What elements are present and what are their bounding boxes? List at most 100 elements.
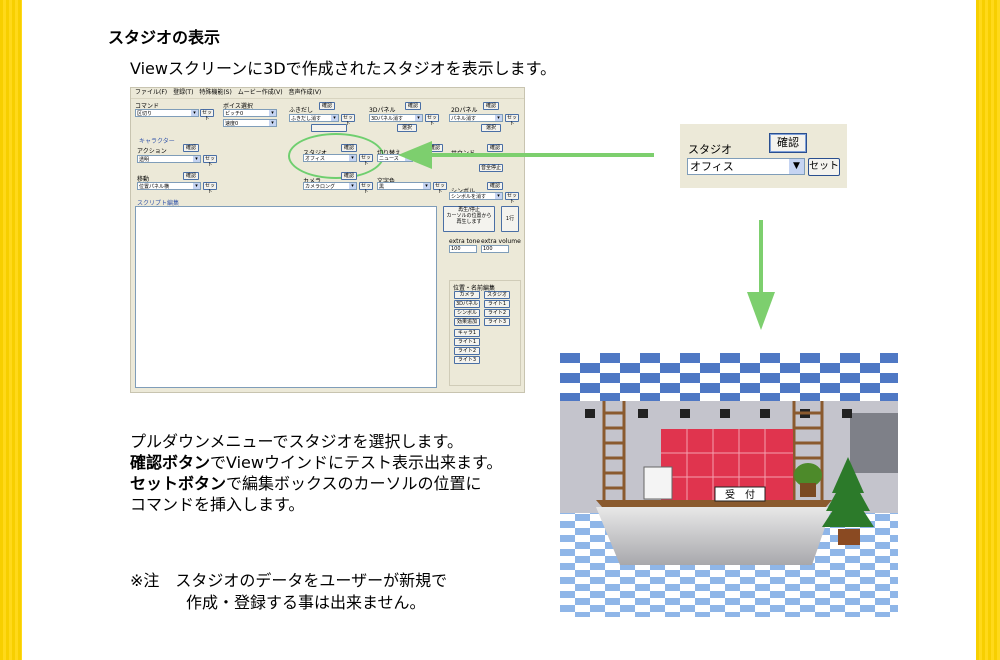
symbol-set-button[interactable]: セット xyxy=(505,192,519,205)
panel2d-select-button[interactable]: 選択 xyxy=(481,124,501,132)
one-line-button[interactable]: 1行 xyxy=(501,206,519,232)
edit-light1-button[interactable]: ライト1 xyxy=(484,300,510,308)
play-stop-button[interactable]: 再生/停止 カーソルの位置から 再生します xyxy=(443,206,495,232)
studio-highlight-ellipse xyxy=(288,133,384,179)
command-set-button[interactable]: セット xyxy=(200,109,214,122)
camera-select[interactable]: カメラロング xyxy=(303,182,357,190)
voice-speed-select[interactable]: 速度0 xyxy=(223,119,277,127)
menu-movie[interactable]: ムービー作成(V) xyxy=(237,89,283,96)
balloon-select[interactable]: ふきだし消す xyxy=(289,114,339,122)
command-select[interactable]: 区切り xyxy=(135,109,199,117)
description-line-2: 確認ボタンでViewウインドにテスト表示出来ます。 xyxy=(130,452,502,473)
note-line-2: 作成・登録する事は出来ません。 xyxy=(186,593,426,612)
balloon-set-button[interactable]: セット xyxy=(341,114,355,127)
camera-confirm-button[interactable]: 確認 xyxy=(341,172,357,180)
studio-zoom-panel: スタジオ 確認 オフィス ▼ セット xyxy=(680,124,847,188)
voice-pitch-select[interactable]: ピッチ0 xyxy=(223,109,277,117)
script-editor[interactable] xyxy=(135,206,437,388)
menu-register[interactable]: 登録(T) xyxy=(173,89,194,96)
menu-file[interactable]: ファイル(F) xyxy=(135,89,168,96)
menu-special[interactable]: 特殊機能(S) xyxy=(199,89,232,96)
edit-light2-button[interactable]: ライト2 xyxy=(484,309,510,317)
action-label: アクション xyxy=(137,148,167,155)
extra-volume-label: extra volume xyxy=(481,238,521,245)
textcolor-select[interactable]: 黒 xyxy=(377,182,431,190)
description-line-3-rest: で編集ボックスのカーソルの位置に xyxy=(226,474,482,493)
move-select[interactable]: 位置パネル横 xyxy=(137,182,201,190)
voice-label: ボイス選択 xyxy=(223,103,253,110)
edit-studio-button[interactable]: スタジオ xyxy=(484,291,510,299)
sound-confirm-button[interactable]: 確認 xyxy=(487,144,503,152)
extra-volume-input[interactable]: 100 xyxy=(481,245,509,253)
panel3d-select[interactable]: 3Dパネル消す xyxy=(369,114,423,122)
description-line-3: セットボタンで編集ボックスのカーソルの位置に xyxy=(130,473,502,494)
edit-chara1-button[interactable]: キャラ1 xyxy=(454,329,480,337)
panel3d-set-button[interactable]: セット xyxy=(425,114,439,127)
reception-sign: 受 付 xyxy=(725,488,755,501)
camera-set-button[interactable]: セット xyxy=(359,182,373,195)
edit-light3-button[interactable]: ライト3 xyxy=(484,318,510,326)
panel2d-label: 2Dパネル xyxy=(451,107,478,114)
note-line-1: ※注 スタジオのデータをユーザーが新規で xyxy=(130,571,448,590)
panel3d-select-button[interactable]: 選択 xyxy=(397,124,417,132)
textcolor-set-button[interactable]: セット xyxy=(433,182,447,195)
arrow-down-shaft xyxy=(759,220,763,298)
arrow-left-shaft xyxy=(420,153,654,157)
balloon-label: ふきだし xyxy=(289,107,314,114)
left-stripe-border xyxy=(0,0,22,660)
move-set-button[interactable]: セット xyxy=(203,182,217,195)
action-select[interactable]: 透明 xyxy=(137,155,201,163)
menu-voice[interactable]: 音声作成(V) xyxy=(288,89,322,96)
stop-all-sound-button[interactable]: 音全停止 xyxy=(479,164,503,172)
edit-chara-light1-button[interactable]: ライト1 xyxy=(454,338,480,346)
action-confirm-button[interactable]: 確認 xyxy=(183,144,199,152)
section-heading: スタジオの表示 xyxy=(108,28,221,47)
description: プルダウンメニューでスタジオを選択します。 確認ボタンでViewウインドにテスト… xyxy=(130,431,502,515)
panel2d-confirm-button[interactable]: 確認 xyxy=(483,102,499,110)
move-label: 移動 xyxy=(137,176,150,183)
plant-small xyxy=(794,463,822,497)
studio-select-value: オフィス xyxy=(690,160,734,173)
description-line-2-rest: でViewウインドにテスト表示出来ます。 xyxy=(210,453,503,472)
panel2d-select[interactable]: パネル消す xyxy=(449,114,503,122)
app-menubar: ファイル(F) 登録(T) 特殊機能(S) ムービー作成(V) 音声作成(V) xyxy=(131,88,524,99)
edit-panel-label: 位置・名前編集 xyxy=(453,285,496,292)
panel3d-confirm-button[interactable]: 確認 xyxy=(405,102,421,110)
script-label: スクリプト編集 xyxy=(137,200,180,207)
chevron-down-icon[interactable]: ▼ xyxy=(789,159,804,174)
extra-tone-label: extra tone xyxy=(449,238,481,245)
section-subtitle: Viewスクリーンに3Dで作成されたスタジオを表示します。 xyxy=(130,59,557,78)
tree-plant xyxy=(822,457,874,545)
balloon-extra-button[interactable] xyxy=(311,124,347,132)
set-button-term: セットボタン xyxy=(130,474,227,493)
balloon-confirm-button[interactable]: 確認 xyxy=(319,102,335,110)
edit-panel: 位置・名前編集 カメラ スタジオ 3Dパネル ライト1 シンボル ライト2 効果… xyxy=(449,280,521,386)
symbol-select[interactable]: シンボルを消す xyxy=(449,192,503,200)
studio-set-button[interactable]: セット xyxy=(808,158,840,176)
panel2d-set-button[interactable]: セット xyxy=(505,114,519,127)
studio-preview-image: 受 付 xyxy=(560,353,898,617)
edit-symbol-button[interactable]: シンボル xyxy=(454,309,480,317)
arrow-down-head xyxy=(747,292,775,330)
studio-scene: 受 付 xyxy=(560,353,898,617)
studio-confirm-button[interactable]: 確認 xyxy=(769,133,807,153)
studio-label: スタジオ xyxy=(688,143,732,156)
edit-chara-light3-button[interactable]: ライト3 xyxy=(454,356,480,364)
description-line-1: プルダウンメニューでスタジオを選択します。 xyxy=(130,432,463,451)
edit-chara-light2-button[interactable]: ライト2 xyxy=(454,347,480,355)
symbol-confirm-button[interactable]: 確認 xyxy=(487,182,503,190)
arrow-left-head xyxy=(398,141,432,169)
character-label: キャラクター xyxy=(139,138,175,145)
description-line-4: コマンドを挿入します。 xyxy=(130,495,305,514)
edit-camera-button[interactable]: カメラ xyxy=(454,291,480,299)
panel3d-label: 3Dパネル xyxy=(369,107,396,114)
edit-effect-button[interactable]: 効果追加 xyxy=(454,318,480,326)
app-screenshot: ファイル(F) 登録(T) 特殊機能(S) ムービー作成(V) 音声作成(V) … xyxy=(130,87,525,393)
right-stripe-border xyxy=(976,0,1000,660)
studio-select[interactable]: オフィス ▼ xyxy=(687,158,805,175)
action-set-button[interactable]: セット xyxy=(203,155,217,168)
confirm-button-term: 確認ボタン xyxy=(130,453,211,472)
extra-tone-input[interactable]: 100 xyxy=(449,245,477,253)
move-confirm-button[interactable]: 確認 xyxy=(183,172,199,180)
edit-3dpanel-button[interactable]: 3Dパネル xyxy=(454,300,480,308)
